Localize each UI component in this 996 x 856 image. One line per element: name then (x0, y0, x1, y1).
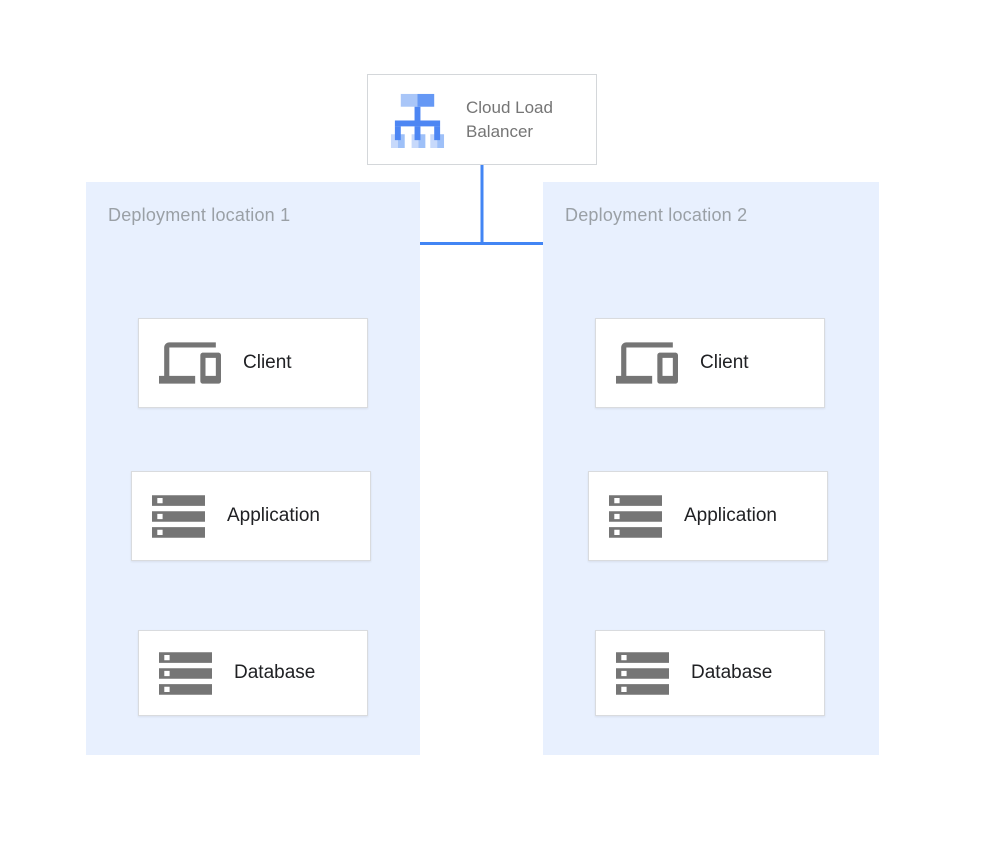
load-balancer-icon (389, 91, 446, 148)
server-stack-icon (616, 651, 669, 696)
database-node: Database (595, 630, 825, 716)
node-label: Application (227, 505, 320, 526)
server-stack-icon (159, 651, 212, 696)
server-stack-icon (609, 494, 662, 539)
database-node: Database (138, 630, 368, 716)
node-label: Database (691, 662, 773, 683)
application-node: Application (588, 471, 828, 561)
zone-label: Deployment location 1 (108, 205, 291, 225)
node-label: Client (700, 352, 749, 373)
devices-icon (616, 341, 678, 385)
server-stack-icon (152, 494, 205, 539)
devices-icon (159, 341, 221, 385)
zone-label: Deployment location 2 (565, 205, 748, 225)
node-label: Client (243, 352, 292, 373)
node-label: Application (684, 505, 777, 526)
application-node: Application (131, 471, 371, 561)
node-label: Database (234, 662, 316, 683)
deployment-zone-1: Deployment location 1 Client Application… (86, 182, 420, 755)
node-label: Cloud Load Balancer (466, 97, 553, 141)
client-node: Client (595, 318, 825, 408)
client-node: Client (138, 318, 368, 408)
deployment-zone-2: Deployment location 2 Client Application… (543, 182, 879, 755)
cloud-load-balancer-node: Cloud Load Balancer (367, 74, 597, 165)
